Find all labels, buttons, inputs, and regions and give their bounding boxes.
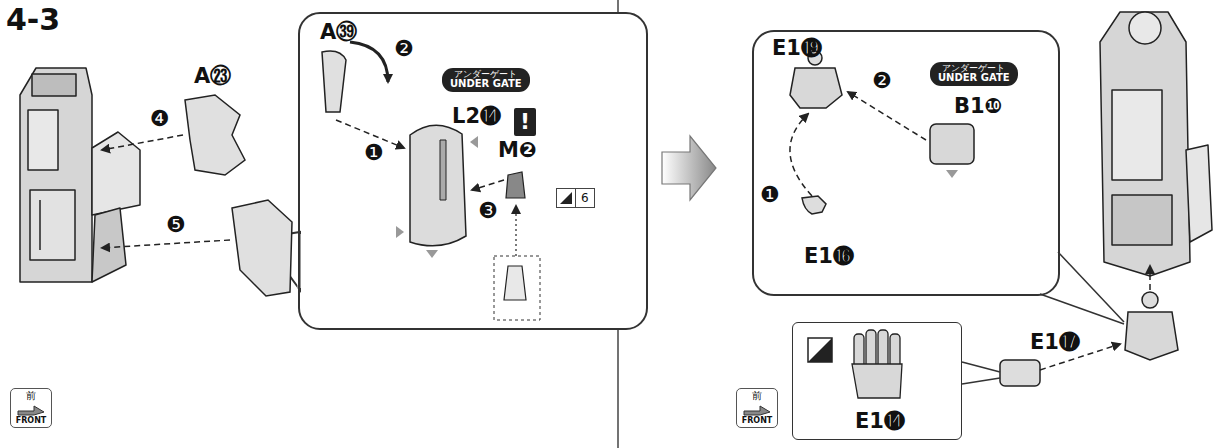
part-number: L2⓮ bbox=[452, 104, 501, 128]
part-number: E1⓳ bbox=[772, 36, 822, 60]
step-number: ❷ bbox=[394, 36, 414, 61]
step-number: ❺ bbox=[166, 212, 186, 237]
label-text: 前 bbox=[737, 390, 777, 402]
label-text: UNDER GATE bbox=[450, 79, 522, 90]
step-title: 4-3 bbox=[6, 2, 60, 37]
step-number: ❶ bbox=[364, 140, 384, 165]
callout-panel: A㊴ L2⓮ M❷ アンダーゲートUNDER GATE! 6 bbox=[298, 12, 648, 330]
label-text: アンダーゲート bbox=[938, 64, 1010, 73]
sticker-ref-box: 6 bbox=[556, 188, 595, 208]
under-gate-badge: アンダーゲートUNDER GATE bbox=[930, 62, 1018, 86]
step-number: ❷ bbox=[872, 68, 892, 93]
label-text: 前 bbox=[11, 390, 51, 402]
part-number: B1❿ bbox=[954, 94, 1002, 118]
part-number: A㉓ bbox=[194, 64, 231, 88]
front-arrow bbox=[16, 402, 46, 416]
callout-panel: E1⓳ B1❿ E1⓰ アンダーゲートUNDER GATE bbox=[752, 30, 1060, 296]
front-arrow bbox=[742, 402, 772, 416]
label-text: UNDER GATE bbox=[938, 73, 1010, 84]
step-number: ❶ bbox=[760, 182, 780, 207]
label-text: アンダーゲート bbox=[450, 70, 522, 79]
part-number: E1⓱ bbox=[1030, 330, 1080, 354]
label-text: ! bbox=[520, 109, 530, 134]
label-text: FRONT bbox=[11, 416, 51, 426]
label-text: FRONT bbox=[737, 416, 777, 426]
part-number: E1⓮ bbox=[855, 409, 905, 433]
part-number: A㊴ bbox=[320, 20, 357, 44]
option-box: E1⓮ bbox=[792, 322, 962, 440]
under-gate-badge: アンダーゲートUNDER GATE bbox=[442, 68, 530, 92]
step-number: ❹ bbox=[150, 106, 170, 131]
sticker-icon bbox=[557, 189, 575, 207]
part-number: M❷ bbox=[498, 138, 537, 162]
front-icon: 前 FRONT bbox=[10, 388, 52, 428]
part-number: E1⓰ bbox=[804, 244, 854, 268]
label-text: 6 bbox=[575, 189, 594, 207]
front-icon: 前 FRONT bbox=[736, 388, 778, 428]
warning-box: ! bbox=[514, 108, 536, 136]
step-number: ❸ bbox=[478, 198, 498, 223]
